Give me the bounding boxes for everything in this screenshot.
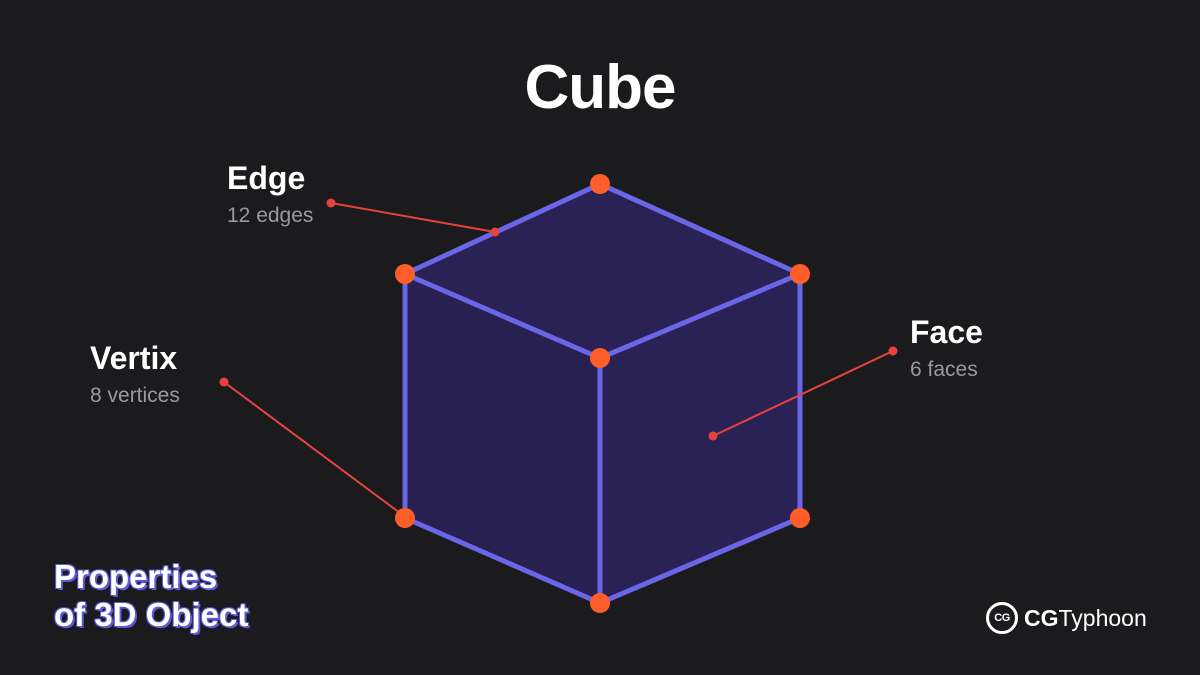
vertix-pointer-dot [219,377,229,387]
brand-name-rest: Typhoon [1058,604,1147,631]
vertix-count: 8 vertices [90,384,180,407]
cube-edge [402,271,603,361]
brand-logo-text: CG [994,612,1010,624]
cgtyphoon-logo-icon: CG [986,602,1018,634]
caption: Properties of 3D Object [54,558,248,634]
face-pointer-dot [888,346,898,356]
cube-edge [597,271,803,361]
cube-edge [402,181,603,277]
cube-vertex [395,508,415,528]
cube-vertex [395,264,415,284]
brand-name-bold: CG [1024,604,1059,631]
vertix-label: Vertix [90,340,178,376]
brand: CG CGTyphoon [986,600,1147,636]
brand-name: CGTyphoon [1024,605,1147,632]
cube-edge [597,181,803,277]
edge-label: Edge [227,160,306,196]
edge-count: 12 edges [227,204,314,227]
face-label: Face [910,314,983,350]
cube-vertex [590,174,610,194]
face-pointer-line [712,350,894,437]
caption-line-1: Properties [54,558,218,595]
caption-line-2: of 3D Object [54,596,249,633]
face-pointer-dot [708,431,718,441]
cube-vertex [790,264,810,284]
edge-pointer-line [330,202,496,233]
face-count: 6 faces [910,358,978,381]
cube-edge [402,515,603,606]
edge-pointer-dot [490,227,500,237]
cube-edge [597,515,803,606]
cube-vertex [790,508,810,528]
edge-pointer-dot [326,198,336,208]
page-title: Cube [524,53,677,122]
cube-vertex [590,348,610,368]
cube-vertex [590,593,610,613]
cube-left-face [405,274,600,603]
cube-right-face [600,274,800,603]
vertix-pointer-line [223,381,401,514]
